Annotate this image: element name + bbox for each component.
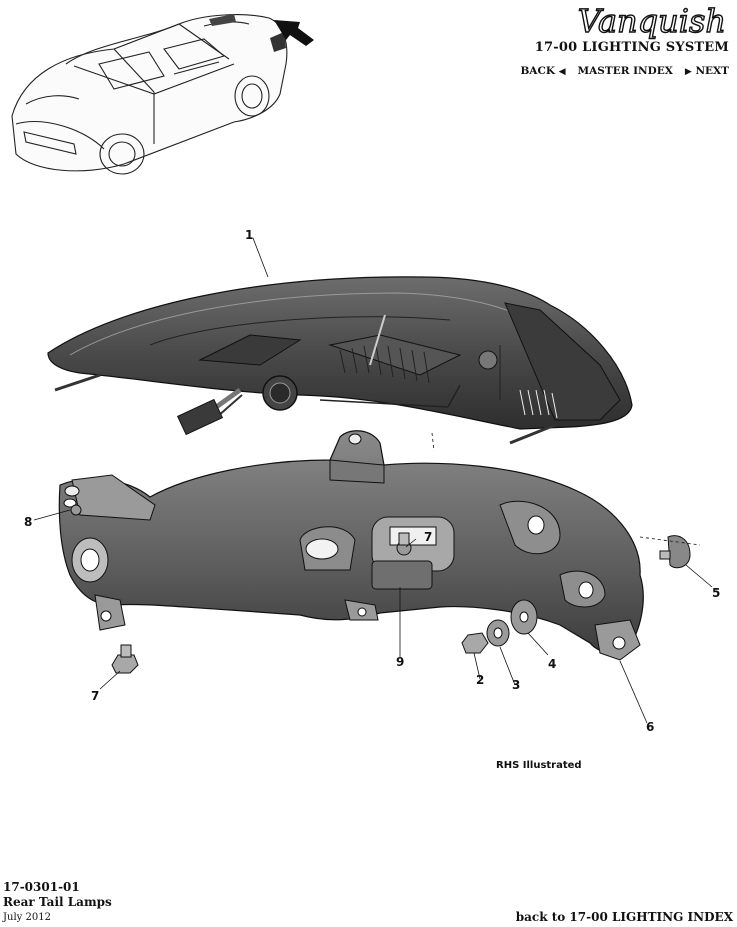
document-title: Rear Tail Lamps (3, 895, 112, 909)
brand-logo: Vanquish (577, 2, 727, 41)
document-info: 17-0301-01 Rear Tail Lamps July 2012 (3, 880, 112, 925)
callout-2: 2 (476, 673, 485, 687)
tail-lamp-assembly (47, 276, 633, 445)
next-link[interactable]: ▶ NEXT (685, 65, 729, 77)
callout-7-lower: 7 (91, 689, 100, 703)
back-link[interactable]: BACK ◀ (520, 65, 565, 77)
callout-6: 6 (646, 720, 655, 734)
vehicle-thumbnail (11, 14, 288, 175)
master-index-link[interactable]: MASTER INDEX (577, 65, 673, 77)
document-code: 17-0301-01 (3, 880, 80, 894)
document-date: July 2012 (3, 912, 51, 923)
exploded-parts-diagram (33, 237, 713, 724)
back-arrow-icon: ◀ (558, 67, 566, 77)
next-label: NEXT (695, 65, 729, 77)
svg-text:Vanquish: Vanquish (578, 2, 726, 40)
callout-8: 8 (24, 515, 33, 529)
callout-5: 5 (712, 586, 721, 600)
rhs-note: RHS Illustrated (496, 760, 582, 771)
fasteners (70, 504, 691, 674)
back-to-index-link[interactable]: back to 17-00 LIGHTING INDEX (515, 910, 733, 924)
callout-4: 4 (548, 657, 557, 671)
system-title: 17-00 LIGHTING SYSTEM (534, 40, 729, 55)
callout-1: 1 (245, 228, 254, 242)
callout-7-upper: 7 (424, 530, 433, 544)
callout-3: 3 (512, 678, 521, 692)
callout-9: 9 (396, 655, 405, 669)
back-label: BACK (520, 65, 555, 77)
location-arrow-icon (274, 20, 314, 46)
next-arrow-icon: ▶ (684, 67, 692, 77)
nav-bar: BACK ◀ MASTER INDEX ▶ NEXT (520, 65, 729, 77)
mounting-bracket (58, 430, 644, 661)
